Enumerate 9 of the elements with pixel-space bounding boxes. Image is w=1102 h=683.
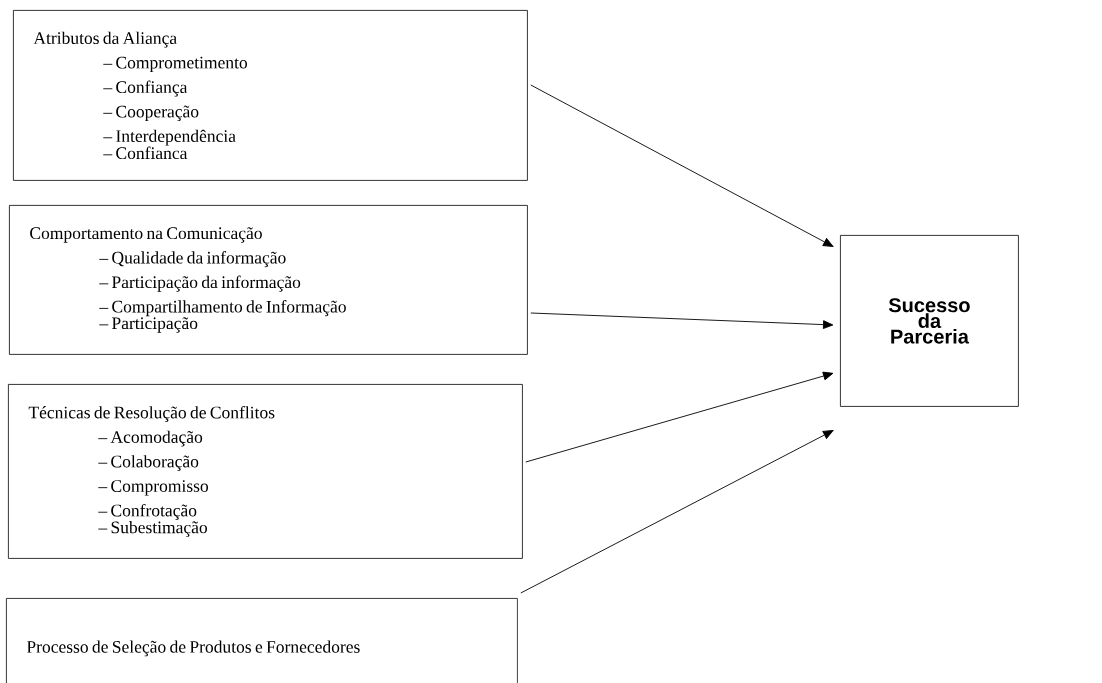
factor-box: Técnicas de Resolução de Conflitos – Acomodação – Colaboração – Compromisso – Confrotação – Subestimação	[8, 384, 523, 559]
factor-box: Atributos da Aliança – Comprometimento – Confiança – Cooperação – Interdependência – Confianca	[13, 10, 528, 181]
factor-box: Comportamento na Comunicação – Qualidade da informação – Participação da informação – Compartilhamento de Informação – Participação	[9, 205, 528, 355]
outcome-box: Sucesso da Parceria	[840, 235, 1019, 407]
arrow	[525, 371, 834, 463]
arrow	[520, 430, 834, 594]
factor-box: Processo de Seleção de Produtos e Fornecedores	[6, 598, 518, 683]
arrow	[530, 312, 834, 329]
arrow	[530, 84, 834, 247]
